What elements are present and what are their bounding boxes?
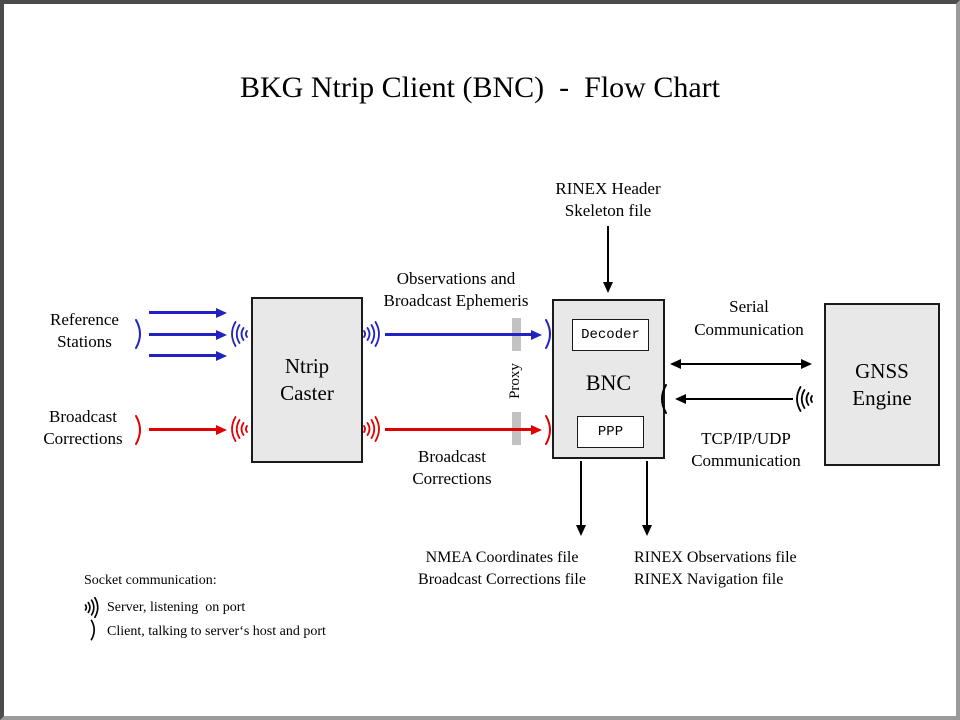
observations-label: Observations and Broadcast Ephemeris bbox=[383, 269, 529, 310]
serial-communication-label: Serial Communication bbox=[694, 297, 804, 339]
arrowhead bbox=[801, 359, 812, 369]
ppp-box: PPP bbox=[577, 416, 644, 448]
arrowhead bbox=[576, 525, 586, 536]
socket-server-icon bbox=[793, 384, 815, 414]
arrow-observations bbox=[385, 333, 532, 336]
arrowhead bbox=[531, 330, 542, 340]
bnc-label: BNC bbox=[585, 370, 632, 395]
broadcast-corrections-flow-label: Broadcast Corrections bbox=[412, 447, 492, 488]
gnss-engine-box: GNSS Engine bbox=[824, 303, 940, 466]
arrowhead bbox=[531, 425, 542, 435]
nmea-files-label: NMEA Coordinates file Broadcast Correcti… bbox=[418, 549, 586, 588]
arrowhead bbox=[670, 359, 681, 369]
bnc-box: Decoder BNC PPP bbox=[552, 299, 665, 459]
socket-client-icon bbox=[89, 619, 98, 641]
page-title: BKG Ntrip Client (BNC) - Flow Chart bbox=[240, 71, 720, 104]
socket-server-icon bbox=[361, 319, 383, 349]
proxy-label: Proxy bbox=[507, 363, 523, 399]
socket-client-icon bbox=[543, 414, 555, 446]
arrowhead bbox=[216, 330, 227, 340]
arrow-rinex-header bbox=[607, 226, 609, 283]
arrowhead bbox=[675, 394, 686, 404]
decoder-box: Decoder bbox=[572, 319, 649, 351]
decoder-label: Decoder bbox=[581, 327, 640, 343]
socket-server-icon bbox=[361, 414, 383, 444]
legend-server-label: Server, listening on port bbox=[107, 600, 246, 615]
socket-client-icon bbox=[133, 318, 145, 350]
tcp-communication-label: TCP/IP/UDP Communication bbox=[691, 429, 801, 470]
socket-client-icon bbox=[133, 414, 145, 446]
arrow-corrections-in bbox=[149, 428, 216, 431]
arrow-reference-2 bbox=[149, 333, 216, 336]
arrow-reference-3 bbox=[149, 354, 216, 357]
arrow-serial bbox=[680, 363, 802, 365]
arrow-corrections-out bbox=[385, 428, 532, 431]
legend-client-label: Client, talking to server‘s host and por… bbox=[107, 624, 326, 639]
arrow-nmea-files bbox=[580, 461, 582, 526]
arrowhead bbox=[216, 425, 227, 435]
rinex-header-label: RINEX Header Skeleton file bbox=[555, 179, 661, 220]
arrowhead bbox=[216, 308, 227, 318]
ntrip-caster-label: Ntrip Caster bbox=[280, 354, 334, 405]
broadcast-corrections-label: Broadcast Corrections bbox=[43, 407, 123, 448]
rinex-files-label: RINEX Observations file RINEX Navigation… bbox=[634, 549, 797, 588]
gnss-engine-label: GNSS Engine bbox=[852, 358, 912, 410]
socket-client-icon bbox=[657, 383, 669, 415]
reference-stations-label: Reference Stations bbox=[50, 310, 119, 351]
arrowhead bbox=[216, 351, 227, 361]
ntrip-caster-box: Ntrip Caster bbox=[251, 297, 363, 463]
socket-server-icon bbox=[83, 595, 101, 620]
arrowhead bbox=[603, 282, 613, 293]
arrow-rinex-files bbox=[646, 461, 648, 526]
arrow-tcp bbox=[685, 398, 793, 400]
socket-server-icon bbox=[228, 319, 250, 349]
socket-server-icon bbox=[228, 414, 250, 444]
arrow-reference-1 bbox=[149, 311, 216, 314]
arrowhead bbox=[642, 525, 652, 536]
legend-heading: Socket communication: bbox=[84, 573, 217, 588]
ppp-label: PPP bbox=[597, 424, 624, 440]
socket-client-icon bbox=[543, 318, 555, 350]
